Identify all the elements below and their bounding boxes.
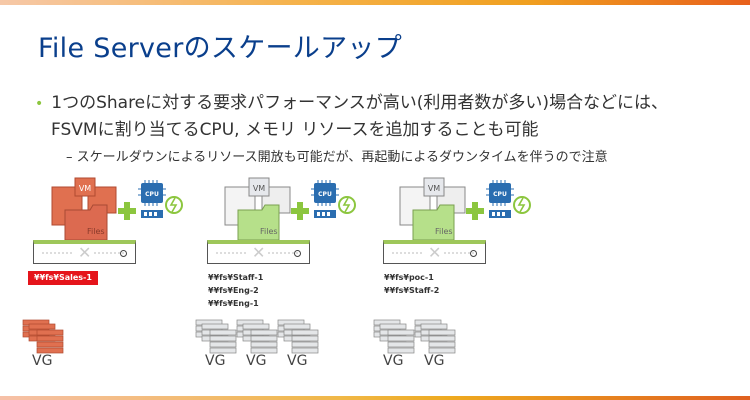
vg-label: VG — [32, 353, 53, 369]
bottom-accent-bar — [0, 396, 750, 400]
sub-bullet: – スケールダウンによるリソース開放も可能だが、再起動によるダウンタイムを伴うの… — [66, 150, 608, 165]
bullet-1: • 1つのShareに対する要求パフォーマンスが高い(利用者数が多い)場合などには… — [35, 88, 668, 113]
fsvm-server-3: ✕ — [383, 240, 486, 264]
group-2-docs: VM — [224, 177, 291, 240]
top-accent-bar — [0, 0, 750, 5]
share-label: ¥¥fs¥Staff-1 — [208, 273, 264, 282]
bullet-1-cont: FSVMに割り当てるCPU, メモリ リソースを追加することも可能 — [51, 120, 539, 140]
vg-label: VG — [424, 353, 445, 369]
svg-text:VM: VM — [253, 184, 265, 193]
fsvm-icons: CPU VM VM VM — [51, 177, 531, 240]
vg-label: VG — [383, 353, 404, 369]
group-3-docs: VM — [399, 177, 466, 240]
volume-group-icons — [22, 319, 456, 354]
vg-label: VG — [287, 353, 308, 369]
fsvm-server-2: ✕ — [207, 240, 310, 264]
svg-text:VM: VM — [428, 184, 440, 193]
share-label-highlighted: ¥¥fs¥Sales-1 — [28, 271, 98, 285]
share-label: ¥¥fs¥Eng-2 — [208, 286, 259, 295]
files-label: Files — [435, 227, 453, 236]
share-label: ¥¥fs¥poc-1 — [384, 273, 434, 282]
vg-label: VG — [246, 353, 267, 369]
share-label: ¥¥fs¥Staff-2 — [384, 286, 440, 295]
bullet-dot: • — [35, 96, 44, 112]
fsvm-server-1: ✕ — [33, 240, 136, 264]
files-label: Files — [87, 227, 105, 236]
slide-title: File Serverのスケールアップ — [38, 33, 403, 64]
vg-label: VG — [205, 353, 226, 369]
bullet-text: 1つのShareに対する要求パフォーマンスが高い(利用者数が多い)場合などには、 — [51, 93, 669, 113]
group-1-docs: VM — [51, 177, 117, 240]
files-label: Files — [260, 227, 278, 236]
share-label: ¥¥fs¥Eng-1 — [208, 299, 259, 308]
svg-text:VM: VM — [79, 184, 91, 193]
